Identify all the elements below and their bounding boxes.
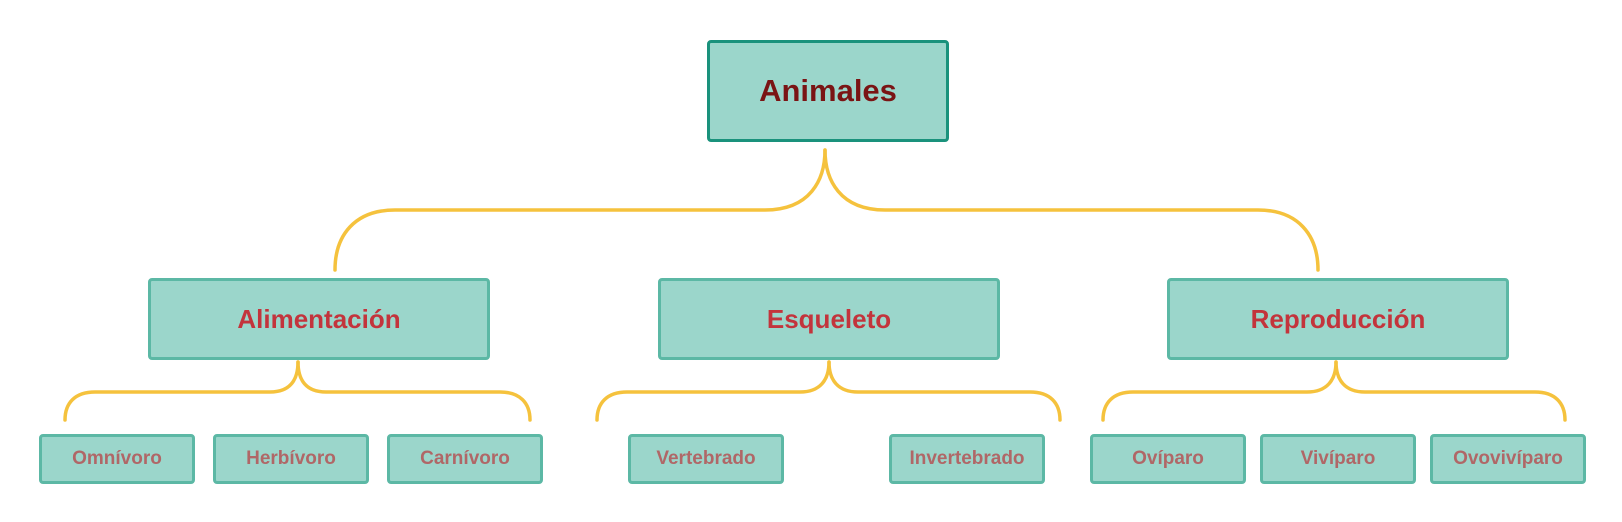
root-node: Animales: [707, 40, 949, 142]
leaf-node-label: Vertebrado: [656, 448, 756, 469]
leaf-node-carnivoro: Carnívoro: [387, 434, 543, 484]
root-node-label: Animales: [759, 73, 897, 108]
category-node-alimentacion: Alimentación: [148, 278, 490, 360]
leaf-node-vertebrado: Vertebrado: [628, 434, 784, 484]
connector-alimentacion-left: [63, 360, 300, 422]
leaf-node-oviparo: Ovíparo: [1090, 434, 1246, 484]
leaf-node-label: Herbívoro: [246, 448, 336, 469]
leaf-node-omnivoro: Omnívoro: [39, 434, 195, 484]
leaf-node-ovoviviparo: Ovovivíparo: [1430, 434, 1586, 484]
leaf-node-label: Carnívoro: [420, 448, 510, 469]
leaf-node-invertebrado: Invertebrado: [889, 434, 1045, 484]
leaf-node-viviparo: Vivíparo: [1260, 434, 1416, 484]
leaf-node-herbivoro: Herbívoro: [213, 434, 369, 484]
connector-esqueleto-left: [595, 360, 831, 422]
category-node-label: Esqueleto: [766, 303, 892, 334]
connector-root-alimentacion: [333, 148, 827, 272]
category-node-esqueleto: Esqueleto: [658, 278, 1000, 360]
category-node-reproduccion: Reproducción: [1167, 278, 1509, 360]
leaf-node-label: Vivíparo: [1300, 448, 1376, 469]
connector-alimentacion-right: [296, 360, 532, 422]
category-node-label: Alimentación: [237, 303, 401, 334]
leaf-node-label: Ovovivíparo: [1453, 448, 1563, 469]
connector-esqueleto-right: [827, 360, 1062, 422]
connector-reproduccion-right: [1334, 360, 1567, 422]
leaf-node-label: Omnívoro: [72, 448, 162, 469]
connector-reproduccion-left: [1101, 360, 1338, 422]
leaf-node-label: Ovíparo: [1132, 448, 1204, 469]
leaf-node-label: Invertebrado: [909, 448, 1025, 469]
category-node-label: Reproducción: [1250, 303, 1426, 334]
connector-root-reproduccion: [823, 148, 1320, 272]
